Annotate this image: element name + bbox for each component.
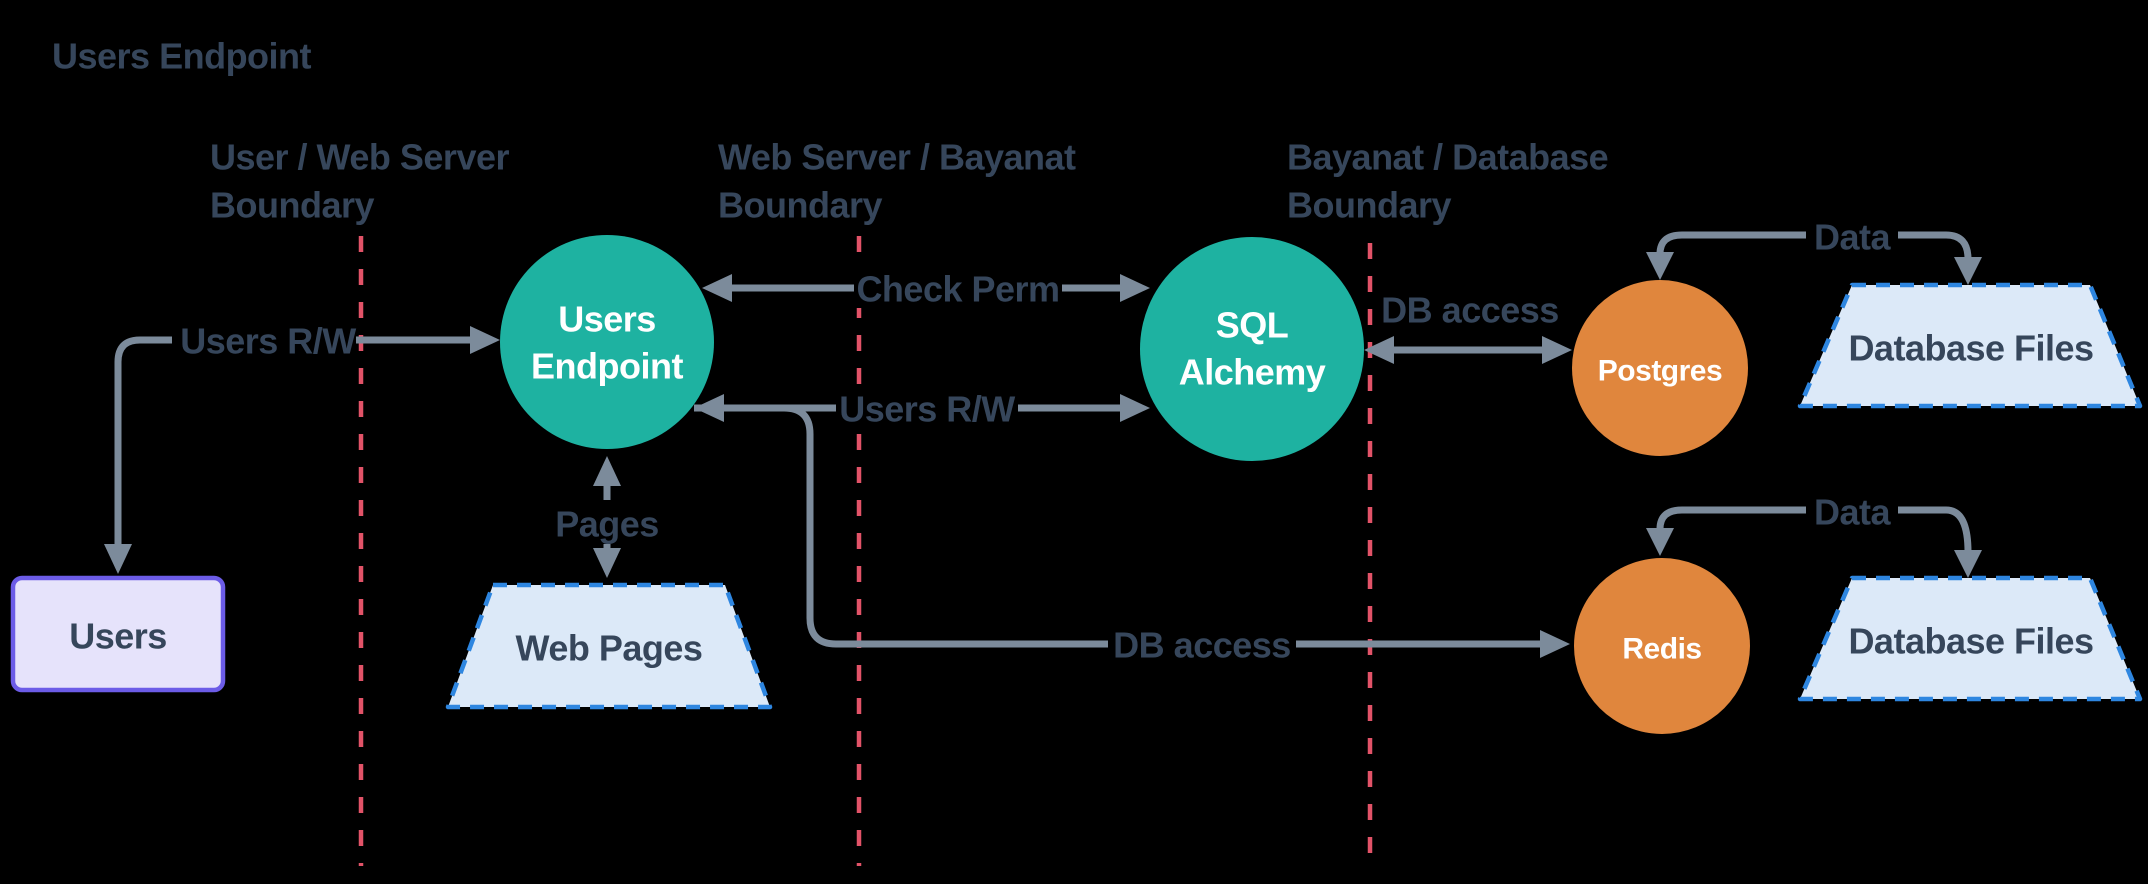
node-sql-alchemy-label-line2: Alchemy: [1179, 352, 1326, 393]
nodes: Users Users Endpoint Web Pages SQL Alche…: [10, 235, 2143, 734]
edge-label-bg: [836, 388, 1018, 428]
node-sql-alchemy-label-line1: SQL: [1216, 305, 1289, 346]
arrowhead-data-into-files-top: [1954, 257, 1982, 285]
edge-label-bg: [1806, 492, 1898, 530]
arrowhead-db-access-left: [1364, 336, 1394, 364]
node-users-endpoint-label-line2: Endpoint: [531, 346, 683, 387]
node-postgres-label: Postgres: [1598, 355, 1722, 388]
node-users-endpoint-label-line1: Users: [558, 299, 656, 340]
boundary-label-2-line1: Web Server / Bayanat: [718, 137, 1076, 178]
node-sql-alchemy[interactable]: [1140, 237, 1364, 461]
boundary-label-1-line2: Boundary: [210, 185, 374, 226]
arrowhead-check-perm-left: [702, 274, 732, 302]
edge-label-bg: [1806, 217, 1898, 255]
node-database-files-top[interactable]: [1797, 282, 2143, 409]
arrowhead-users-rw-db-right: [1120, 394, 1150, 422]
edge-label-bg: [854, 268, 1062, 308]
edge-label-data-postgres: Data: [1814, 217, 1892, 258]
node-redis[interactable]: [1574, 558, 1750, 734]
page-title: Users Endpoint: [52, 36, 312, 77]
arrowhead-pages-up: [593, 456, 621, 486]
arrowhead-check-perm-right: [1120, 274, 1150, 302]
edge-label-db-access-postgres: DB access: [1381, 290, 1559, 331]
edge-label-check-perm: Check Perm: [856, 269, 1059, 310]
arrowhead-pages-down: [593, 548, 621, 578]
edge-label-bg: [172, 320, 356, 360]
edge-db-access-redis[interactable]: [694, 404, 1540, 648]
edge-label-db-access-redis: DB access: [1113, 625, 1291, 666]
edge-label-bg: [1108, 624, 1296, 664]
node-postgres[interactable]: [1572, 280, 1748, 456]
node-database-files-top-label: Database Files: [1848, 328, 2093, 369]
edge-label-users-rw-user: Users R/W: [180, 321, 356, 362]
node-users[interactable]: [10, 575, 226, 693]
boundary-label-1-line1: User / Web Server: [210, 137, 509, 178]
boundary-label-3-line1: Bayanat / Database: [1287, 137, 1608, 178]
node-database-files-bottom[interactable]: [1797, 575, 2143, 702]
node-database-files-bottom-label: Database Files: [1848, 621, 2093, 662]
arrowhead-users-rw-into-endpoint: [470, 326, 500, 354]
edge-users-rw-user[interactable]: [114, 336, 470, 546]
arrowhead-db-access-right: [1542, 336, 1572, 364]
edge-label-users-rw-db: Users R/W: [839, 389, 1015, 430]
node-users-endpoint[interactable]: [500, 235, 714, 449]
node-users-label: Users: [69, 616, 167, 657]
edge-labels: Users R/W Check Perm Users R/W Pages DB …: [172, 217, 1898, 666]
edge-label-data-redis: Data: [1814, 492, 1892, 533]
node-web-pages[interactable]: [445, 582, 773, 710]
boundary-label-3-line2: Boundary: [1287, 185, 1451, 226]
arrowhead-data-into-files-bottom: [1954, 550, 1982, 578]
arrowhead-into-redis: [1540, 630, 1570, 658]
edge-label-pages: Pages: [555, 504, 659, 545]
arrowhead-data-into-redis: [1646, 528, 1674, 556]
arrowhead-users-rw-db-left: [694, 394, 724, 422]
arrowhead-data-into-postgres: [1646, 252, 1674, 280]
trust-boundaries: User / Web Server Boundary Web Server / …: [210, 137, 1609, 866]
node-web-pages-label: Web Pages: [516, 628, 703, 669]
boundary-label-2-line2: Boundary: [718, 185, 882, 226]
arrowhead-into-users: [104, 544, 132, 574]
node-redis-label: Redis: [1622, 633, 1701, 666]
arrowheads: [104, 252, 1982, 658]
